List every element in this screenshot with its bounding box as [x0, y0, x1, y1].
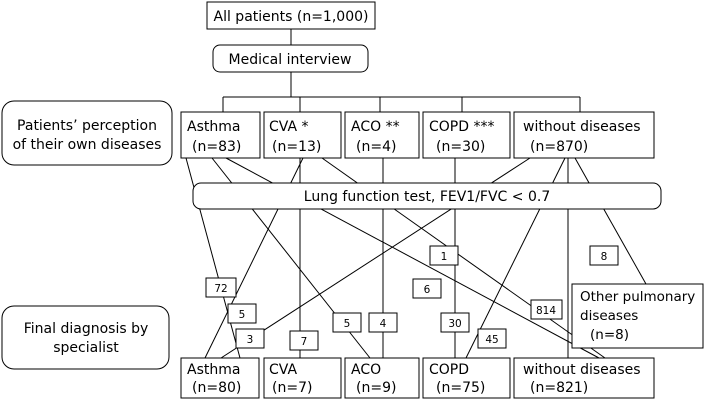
count-box-asthma-without — [412, 278, 442, 299]
count-aco-aco: 4 — [380, 318, 387, 330]
perception-n-without: (n=870) — [530, 139, 588, 155]
final-box-asthma — [180, 357, 260, 399]
medical-interview-box — [212, 44, 369, 73]
final-n-aco: (n=9) — [356, 380, 396, 396]
perception-box-asthma — [180, 111, 261, 159]
other-pulmonary-line1: Other pulmonary — [580, 289, 695, 305]
count-box-cva-asthma — [227, 303, 257, 324]
count-cva-asthma: 5 — [239, 309, 246, 321]
lung-function-test-box — [192, 182, 662, 210]
flow-counts: 72 5 3 7 5 4 6 1 30 45 814 8 — [205, 245, 619, 351]
perception-row-label-box — [1, 100, 173, 166]
all-patients-box — [206, 1, 376, 30]
final-name-without: without diseases — [523, 362, 641, 378]
perception-name-without: without diseases — [523, 119, 641, 135]
count-copd-copd: 30 — [448, 318, 461, 330]
count-box-copd-copd — [440, 312, 470, 333]
count-asthma-asthma: 72 — [214, 283, 227, 295]
perception-n-asthma: (n=83) — [192, 139, 241, 155]
final-n-asthma: (n=80) — [192, 380, 241, 396]
other-pulmonary-line2: diseases — [580, 308, 638, 324]
count-cva-without: 1 — [441, 251, 448, 263]
perception-n-copd: (n=30) — [436, 139, 485, 155]
perception-n-cva: (n=13) — [272, 139, 321, 155]
final-row-label-line1: Final diagnosis by — [24, 321, 149, 337]
final-row-label-line2: specialist — [53, 340, 119, 356]
perception-name-copd: COPD *** — [429, 119, 494, 135]
perception-name-aco: ACO ** — [351, 119, 400, 135]
medical-interview-label: Medical interview — [229, 52, 352, 68]
lung-function-test-label: Lung function test, FEV1/FVC < 0.7 — [304, 189, 550, 205]
final-n-cva: (n=7) — [272, 380, 312, 396]
final-name-asthma: Asthma — [187, 362, 240, 378]
count-box-without-without — [530, 299, 563, 320]
count-without-asthma: 3 — [247, 334, 254, 346]
final-name-copd: COPD — [429, 362, 469, 378]
final-box-cva — [263, 357, 342, 399]
final-name-aco: ACO — [351, 362, 381, 378]
count-box-cva-without — [429, 245, 459, 266]
final-n-copd: (n=75) — [436, 380, 485, 396]
count-without-copd: 45 — [485, 334, 498, 346]
count-box-asthma-aco — [332, 312, 362, 333]
perception-box-cva — [263, 111, 342, 159]
final-n-without: (n=821) — [530, 380, 588, 396]
other-pulmonary-box — [571, 283, 704, 349]
count-box-cva-cva — [289, 330, 319, 351]
perception-boxes: Asthma (n=83) CVA * (n=13) ACO ** (n=4) … — [180, 111, 655, 159]
flow-line-without-other — [574, 157, 647, 285]
count-box-without-copd — [477, 328, 507, 349]
perception-name-cva: CVA * — [269, 119, 308, 135]
count-asthma-without: 6 — [424, 284, 431, 296]
final-box-aco — [344, 357, 420, 399]
final-name-cva: CVA — [269, 362, 297, 378]
count-cva-cva: 7 — [301, 336, 308, 348]
count-box-aco-aco — [368, 312, 398, 333]
perception-n-aco: (n=4) — [356, 139, 396, 155]
final-box-copd — [422, 357, 511, 399]
count-without-other: 8 — [601, 251, 608, 263]
perception-box-copd — [422, 111, 511, 159]
count-without-without: 814 — [536, 305, 556, 317]
count-asthma-aco: 5 — [344, 318, 351, 330]
final-boxes: Asthma (n=80) CVA (n=7) ACO (n=9) COPD (… — [180, 357, 655, 399]
final-box-without — [513, 357, 655, 399]
all-patients-label: All patients (n=1,000) — [214, 9, 369, 25]
perception-box-aco — [344, 111, 420, 159]
final-row-label-box — [1, 305, 170, 370]
perception-box-without — [513, 111, 655, 159]
count-box-without-asthma — [235, 328, 265, 349]
perception-row-label-line1: Patients’ perception — [17, 118, 157, 134]
perception-row-label-line2: of their own diseases — [13, 137, 162, 153]
count-box-without-other — [589, 245, 619, 266]
perception-name-asthma: Asthma — [187, 119, 240, 135]
other-pulmonary-line3: (n=8) — [590, 327, 629, 343]
count-box-asthma-asthma — [205, 277, 237, 298]
